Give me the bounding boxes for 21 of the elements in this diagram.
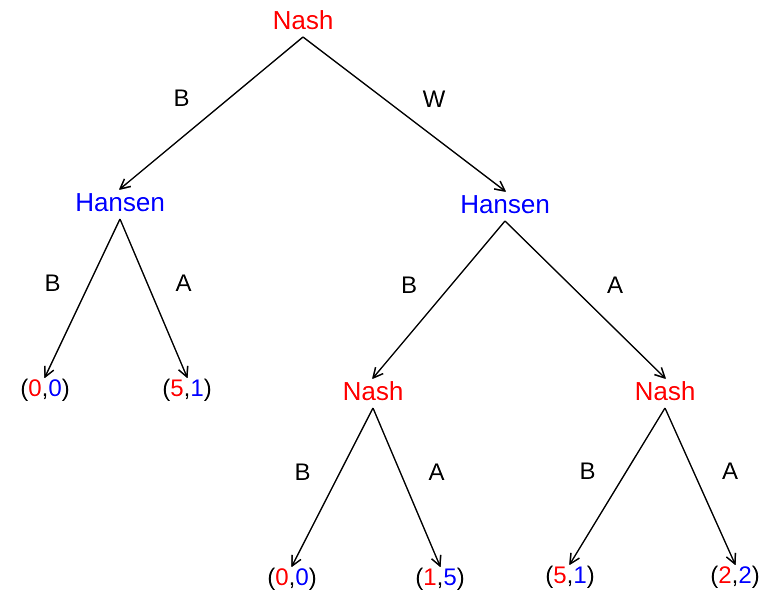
player-label: Hansen [75, 187, 165, 217]
player-label: Nash [272, 5, 334, 35]
payoff-label: (2,2) [710, 562, 760, 590]
payoff-label: (5,1) [545, 562, 595, 590]
arrow [291, 408, 374, 567]
arrow [119, 218, 188, 378]
arrow [302, 36, 506, 192]
arrow [44, 218, 121, 378]
payoff-label: (1,5) [415, 564, 465, 592]
player-label: Nash [342, 376, 404, 406]
arrow [372, 408, 442, 567]
payoff-label: (0,0) [267, 564, 317, 592]
arrow [372, 220, 506, 379]
payoff-label: (0,0) [20, 375, 70, 403]
player-label: Hansen [460, 189, 550, 219]
arrow [119, 36, 304, 190]
arrow [504, 220, 666, 379]
arrow [664, 408, 736, 565]
payoff-label: (5,1) [162, 375, 212, 403]
arrow [569, 408, 666, 565]
player-label: Nash [634, 376, 696, 406]
